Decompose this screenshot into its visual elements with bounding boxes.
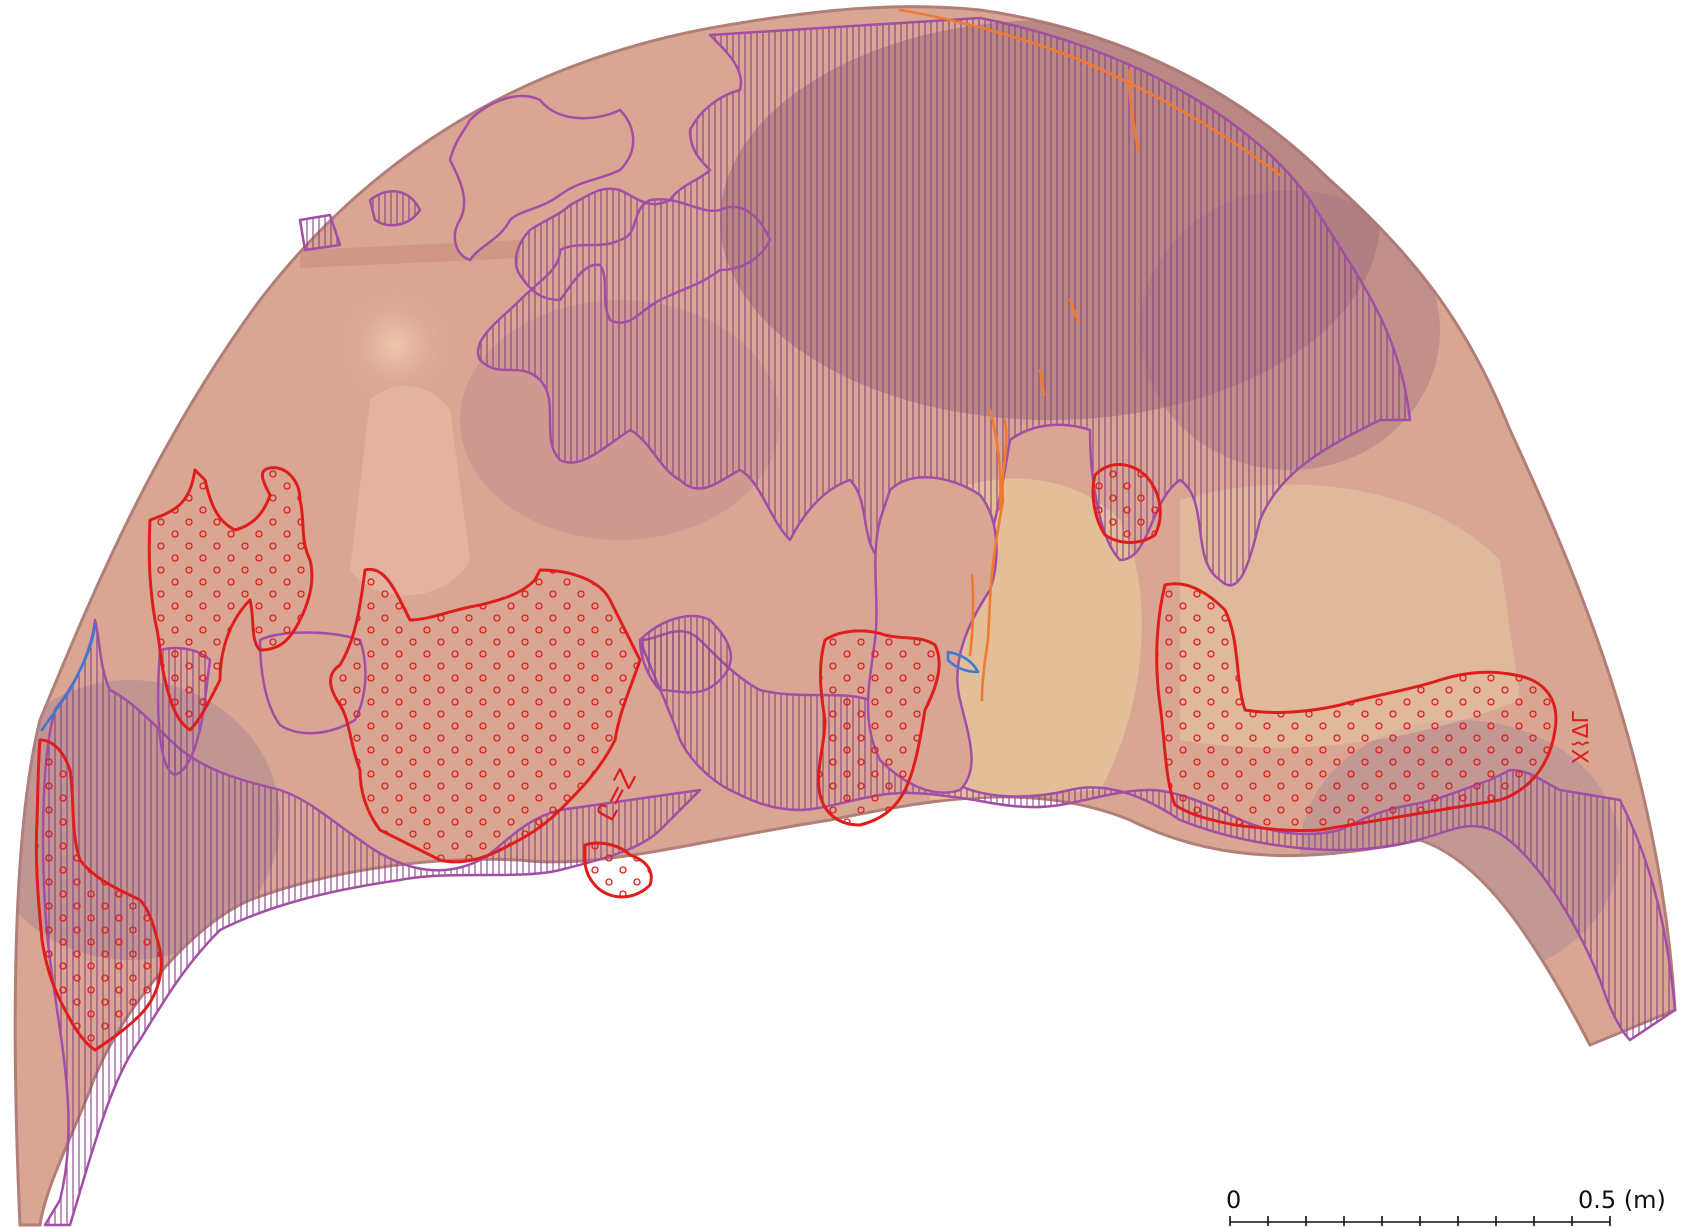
hatch-upper-arc (476, 16, 1412, 587)
loss-right-center (817, 629, 941, 827)
scale-bar-ticks (1229, 1216, 1611, 1226)
loss-small-bottom (583, 841, 653, 899)
crack-upper-small (1068, 298, 1080, 324)
water-stain-lines (40, 623, 980, 732)
scale-bar-end-label: 0.5 (m) (1578, 1186, 1666, 1214)
hatch-mid-patch (638, 614, 732, 694)
hatch-notch-a (368, 190, 422, 227)
crack-top-drop (1128, 68, 1140, 152)
hatch-notch-b (298, 213, 342, 252)
water-stain-center (946, 650, 980, 674)
loss-upper-oval (1091, 463, 1162, 544)
crack-top-arc (898, 8, 1282, 177)
crack-mid-small (1038, 368, 1046, 397)
scale-bar-start-label: 0 (1226, 1186, 1241, 1214)
crack-lines (898, 8, 1282, 702)
water-stain-left (40, 623, 97, 732)
crack-center-long (980, 418, 1008, 702)
loss-upper-left (147, 466, 314, 732)
annotation-mark-b: ᒧ∇⌇X (1566, 710, 1591, 764)
loss-regions (34, 463, 1558, 1052)
loss-left-lower (34, 738, 163, 1052)
loss-central (329, 567, 642, 864)
scale-bar: 0 0.5 (m) (1226, 1186, 1666, 1226)
hole-upper-left-figure (448, 94, 635, 262)
crack-center-spur (988, 408, 1002, 512)
crack-left-thin (968, 573, 975, 657)
loss-right-large (1155, 582, 1558, 833)
